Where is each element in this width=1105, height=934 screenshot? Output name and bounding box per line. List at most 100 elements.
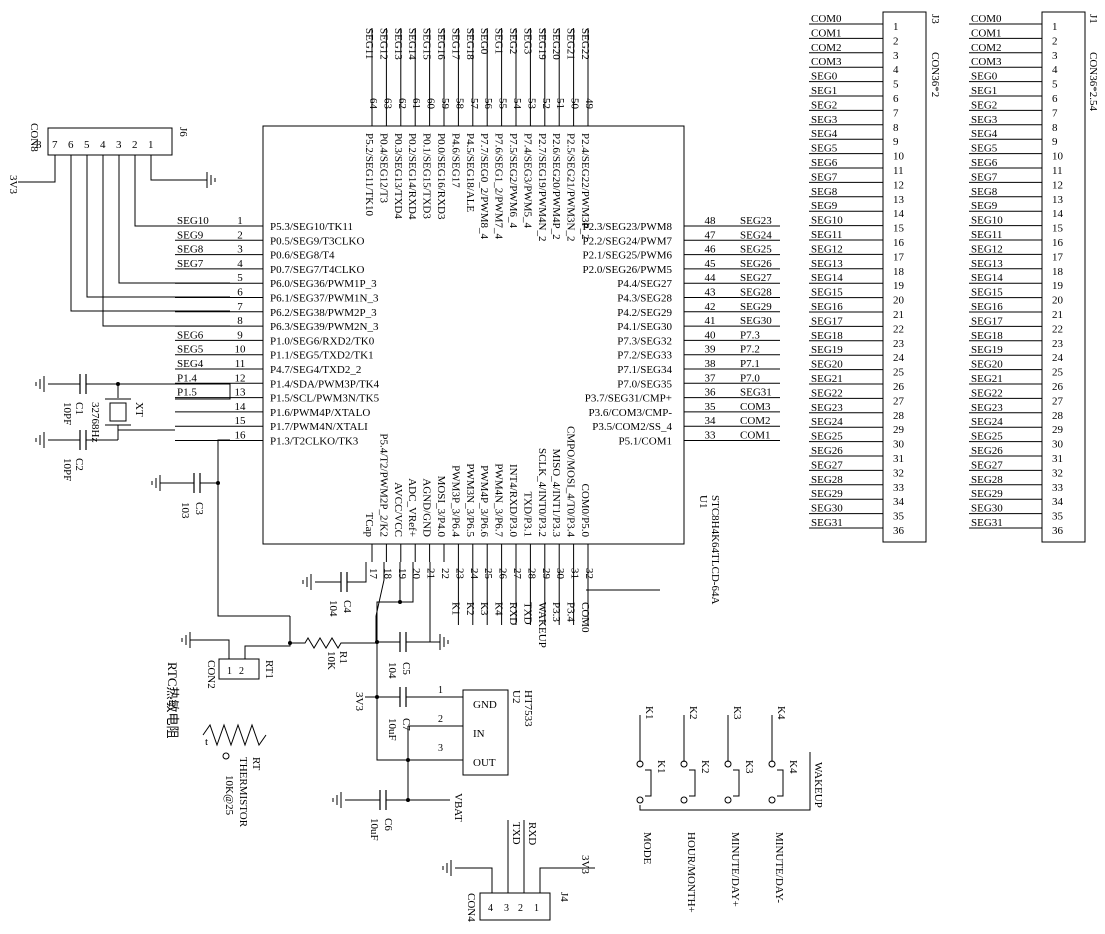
key-contact [768, 796, 776, 804]
j3-net-label: SEG7 [811, 171, 838, 183]
j3-pin-num: 27 [893, 395, 905, 407]
rt-line1: THERMISTOR [237, 757, 249, 828]
u1-pin-num: 46 [705, 244, 717, 256]
con2-pin-1: 1 [227, 666, 232, 677]
u1-pin-label: P4.4/SEG27 [617, 278, 672, 290]
j1-pin-num: 27 [1052, 395, 1064, 407]
key-function-label: MINUTE/DAY- [773, 832, 785, 903]
j1-pin-num: 29 [1052, 424, 1064, 436]
j1-pin-num: 14 [1052, 208, 1064, 220]
u1-net-label: SEG22 [579, 28, 591, 60]
vref-wire [400, 562, 414, 603]
u1-pin-num: 22 [439, 568, 451, 579]
u1-pin-label: P1.7/PWM4N/XTALI [270, 421, 368, 433]
j3-net-label: SEG1 [811, 85, 837, 97]
c1-ref: C1 [73, 402, 85, 415]
j1-net-label: SEG28 [971, 474, 1003, 486]
u1-pin-num: 26 [497, 568, 509, 580]
u1-pin-label: P7.1/SEG34 [617, 364, 672, 376]
u2-pin2-name: IN [473, 728, 485, 740]
ground-symbol [332, 792, 342, 808]
u1-pin-label: P1.4/SDA/PWM3P/TK4 [270, 378, 380, 390]
u1-pin-label: P6.3/SEG39/PWM2N_3 [270, 321, 379, 333]
j4-pin-3: 3 [504, 903, 509, 914]
j1-pin-num: 35 [1052, 511, 1064, 523]
j3-net-label: COM3 [811, 56, 842, 68]
j3-net-label: SEG18 [811, 330, 843, 342]
j1-net-label: SEG17 [971, 315, 1003, 327]
j3-pin-num: 31 [893, 453, 904, 465]
j1-pin-num: 15 [1052, 223, 1064, 235]
j6-part: CON8 [28, 123, 40, 152]
con2-pin2-wire [244, 616, 291, 659]
j3-pin-num: 10 [893, 151, 905, 163]
u1-pin-num: 44 [705, 272, 717, 284]
key-contact [636, 796, 644, 804]
j1-net-label: SEG8 [971, 186, 998, 198]
j6-pin3-wire [134, 155, 230, 227]
key-contact [680, 760, 688, 768]
u1-pin-label: P3.7/SEG31/CMP+ [585, 393, 672, 405]
j1-net-label: SEG3 [971, 114, 998, 126]
u2-part: HT7533 [522, 690, 534, 727]
u1-net-label: SEG7 [177, 258, 204, 270]
u1-pin-label: P4.2/SEG29 [617, 307, 672, 319]
u1-pin-label: P5.4/T2/PWM2P_2/K2 [377, 433, 389, 537]
ground-symbol [181, 632, 191, 648]
j1-pin-num: 7 [1052, 107, 1058, 119]
u1-net-label: P7.2 [740, 344, 760, 356]
j3-net-label: COM1 [811, 27, 842, 39]
j3-pin-num: 7 [893, 107, 899, 119]
u1-pin-label: P2.3/SEG23/PWM8 [582, 221, 672, 233]
u1-pin-label: PWM3P_3/P6.4 [449, 465, 461, 537]
u1-pin-label: P4.6/SEG17 [449, 133, 461, 188]
j3-net-label: COM2 [811, 42, 842, 54]
u1-net-label: WAKEUP [536, 602, 548, 648]
u1-net-label: COM3 [740, 401, 771, 413]
j1-net-label: SEG30 [971, 503, 1003, 515]
u1-pin-label: P7.3/SEG32 [617, 335, 672, 347]
ground-symbol [302, 574, 312, 590]
wakeup-bus [639, 752, 811, 811]
j3-net-label: SEG15 [811, 287, 843, 299]
u1-pin-num: 41 [705, 315, 716, 327]
c2-value: 10PF [61, 458, 73, 481]
j4-part: CON4 [465, 893, 477, 922]
u1-pin-num: 38 [705, 358, 717, 370]
u1-net-label: COM2 [740, 415, 771, 427]
j3-net-label: SEG5 [811, 143, 838, 155]
j4-pin-4: 4 [488, 903, 493, 914]
j1-net-label: SEG29 [971, 488, 1003, 500]
j3-pin-num: 25 [893, 367, 905, 379]
u1-pin-num: 25 [482, 568, 494, 580]
j1-net-label: SEG2 [971, 99, 997, 111]
key-switch-lever [733, 769, 740, 797]
u1-pin-label: P4.5/SEG18/ALE [464, 133, 476, 212]
u1-pin-num: 47 [705, 229, 717, 241]
u1-pin-num: 7 [237, 301, 243, 313]
j3-net-label: SEG6 [811, 157, 838, 169]
j3-pin-num: 13 [893, 194, 905, 206]
u1-net-label: SEG4 [177, 358, 204, 370]
u1-pin-label: P0.6/SEG8/T4 [270, 250, 335, 262]
u1-net-label: SEG1 [493, 28, 505, 54]
u1-pin-label: PWM4N_3/P6.7 [493, 463, 505, 537]
key-function-label: HOUR/MONTH+ [685, 832, 697, 913]
c5-value: 104 [386, 662, 398, 679]
j1-pin-num: 17 [1052, 251, 1064, 263]
j3-net-label: SEG16 [811, 301, 843, 313]
u1-net-label: SEG12 [377, 28, 389, 60]
u1-pin-num: 8 [237, 315, 243, 327]
u1-pin-label: P7.6/SEG1_2/PWM7_4 [493, 133, 505, 240]
j3-pin-num: 20 [893, 295, 905, 307]
u1-net-label: SEG17 [449, 28, 461, 60]
rt-terminal [222, 752, 230, 760]
c4-wires [315, 562, 367, 583]
j3-net-label: SEG11 [811, 229, 842, 241]
key-function-label: MODE [641, 832, 653, 865]
j1-net-label: SEG24 [971, 416, 1003, 428]
u1-pin-label: SCLK_4/INT0/P3.2 [536, 448, 548, 537]
ground-symbol [439, 634, 449, 650]
u1-pin-num: 33 [705, 430, 717, 442]
